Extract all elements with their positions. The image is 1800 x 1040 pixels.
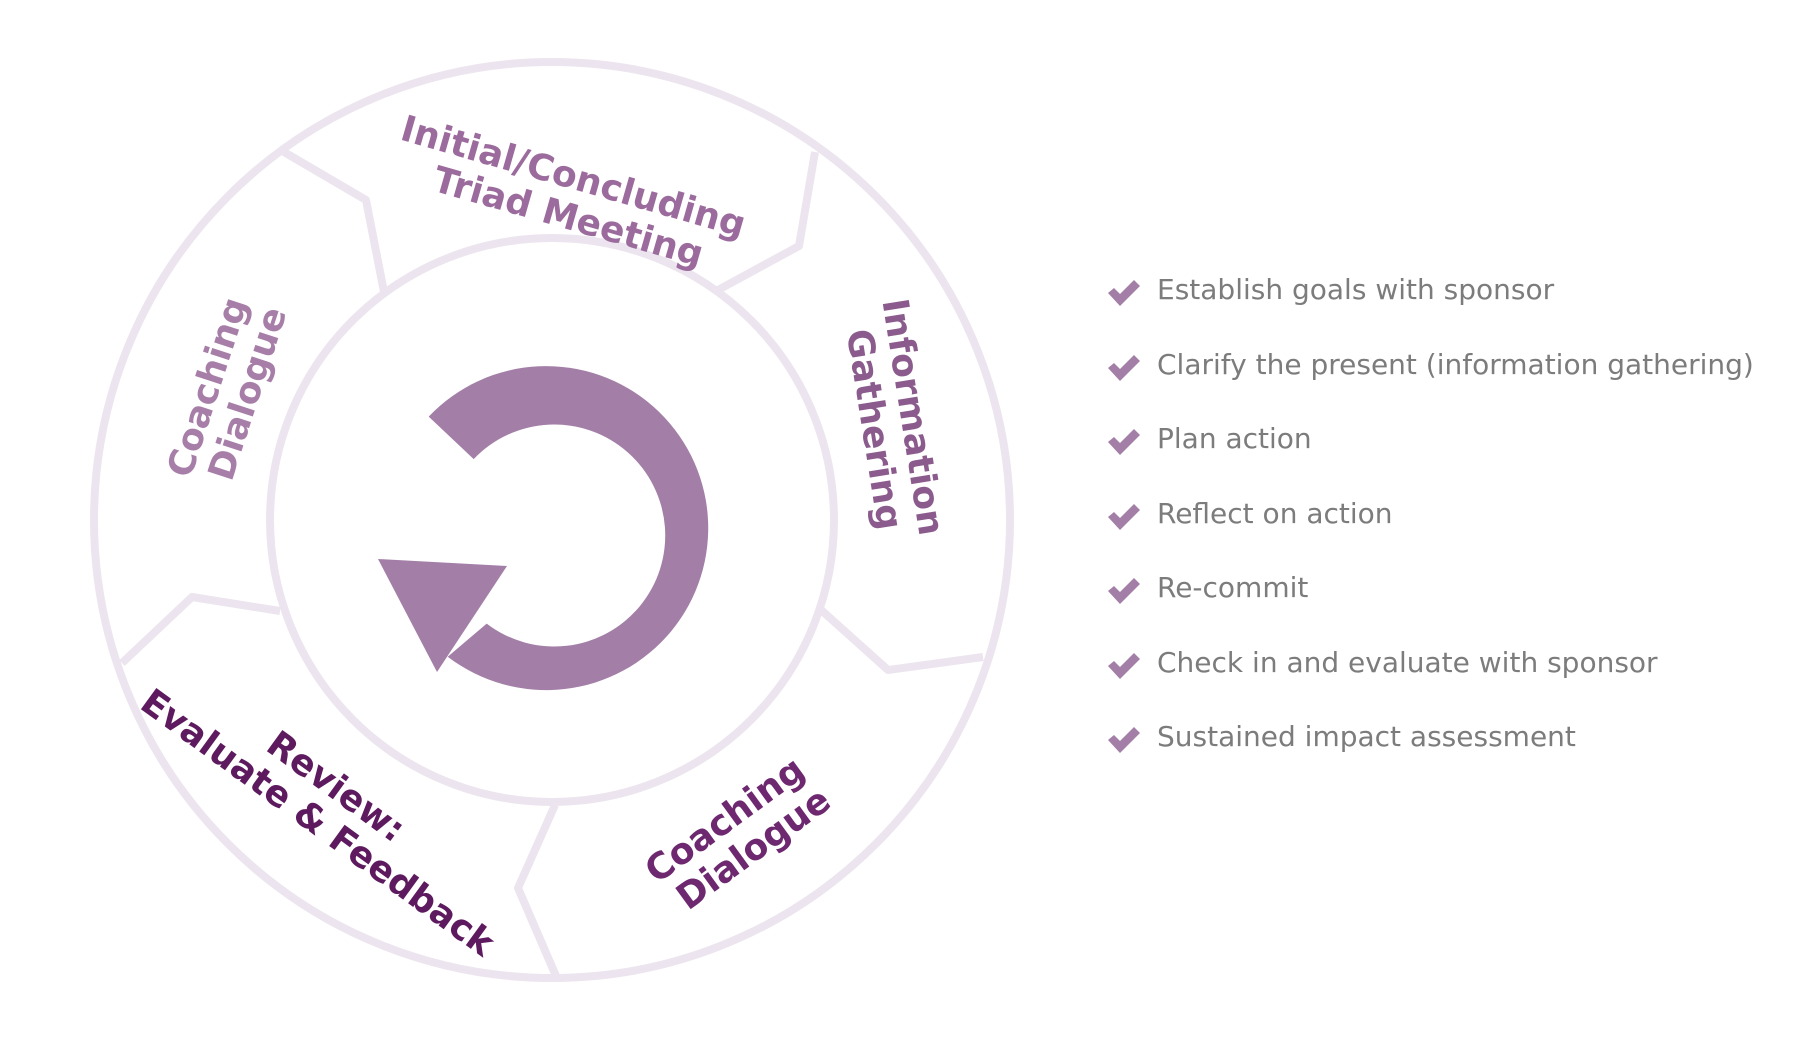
divider-right (817, 606, 984, 674)
checkmark-icon (1108, 280, 1140, 306)
checklist-item: Reflect on action (1105, 496, 1754, 571)
segment-label-right: Information Gathering (834, 296, 953, 557)
outer-ring (90, 58, 1014, 982)
checklist-item: Clarify the present (information gatheri… (1105, 347, 1754, 422)
segment-bottom-left-line-2: Evaluate & Feedback (133, 681, 502, 965)
checklist-item-text: Check in and evaluate with sponsor (1157, 645, 1658, 679)
checkmark-icon (1108, 429, 1140, 455)
checklist-item-text: Establish goals with sponsor (1157, 273, 1555, 306)
divider-bottom (514, 803, 560, 978)
checkmark-icon (1108, 652, 1140, 679)
checklist: Establish goals with sponsor Clarify the… (1105, 272, 1754, 794)
checklist-item-text: Reflect on action (1157, 496, 1393, 530)
cycle-arrow-head (378, 559, 507, 672)
checkmark-icon (1108, 578, 1140, 604)
checklist-item: Establish goals with sponsor (1105, 272, 1754, 347)
checklist-item-text: Re-commit (1157, 571, 1309, 604)
checkmark-icon (1108, 354, 1140, 381)
checklist-item-text: Sustained impact assessment (1157, 720, 1576, 753)
divider-top-left (281, 148, 388, 293)
checklist-item-text: Clarify the present (information gatheri… (1157, 347, 1754, 381)
checklist-item: Plan action (1105, 421, 1754, 496)
checklist-item-text: Plan action (1157, 422, 1312, 455)
checklist-item: Check in and evaluate with sponsor (1105, 645, 1754, 720)
cycle-arrow-body (428, 366, 709, 691)
checkmark-icon (1108, 503, 1140, 530)
inner-ring (266, 234, 838, 806)
checklist-item: Sustained impact assessment (1105, 719, 1754, 794)
checkmark-icon (1108, 727, 1140, 753)
divider-left (119, 593, 281, 666)
checklist-item: Re-commit (1105, 570, 1754, 645)
cycle-arrow-icon (378, 366, 709, 691)
divider-top-right (716, 151, 819, 294)
